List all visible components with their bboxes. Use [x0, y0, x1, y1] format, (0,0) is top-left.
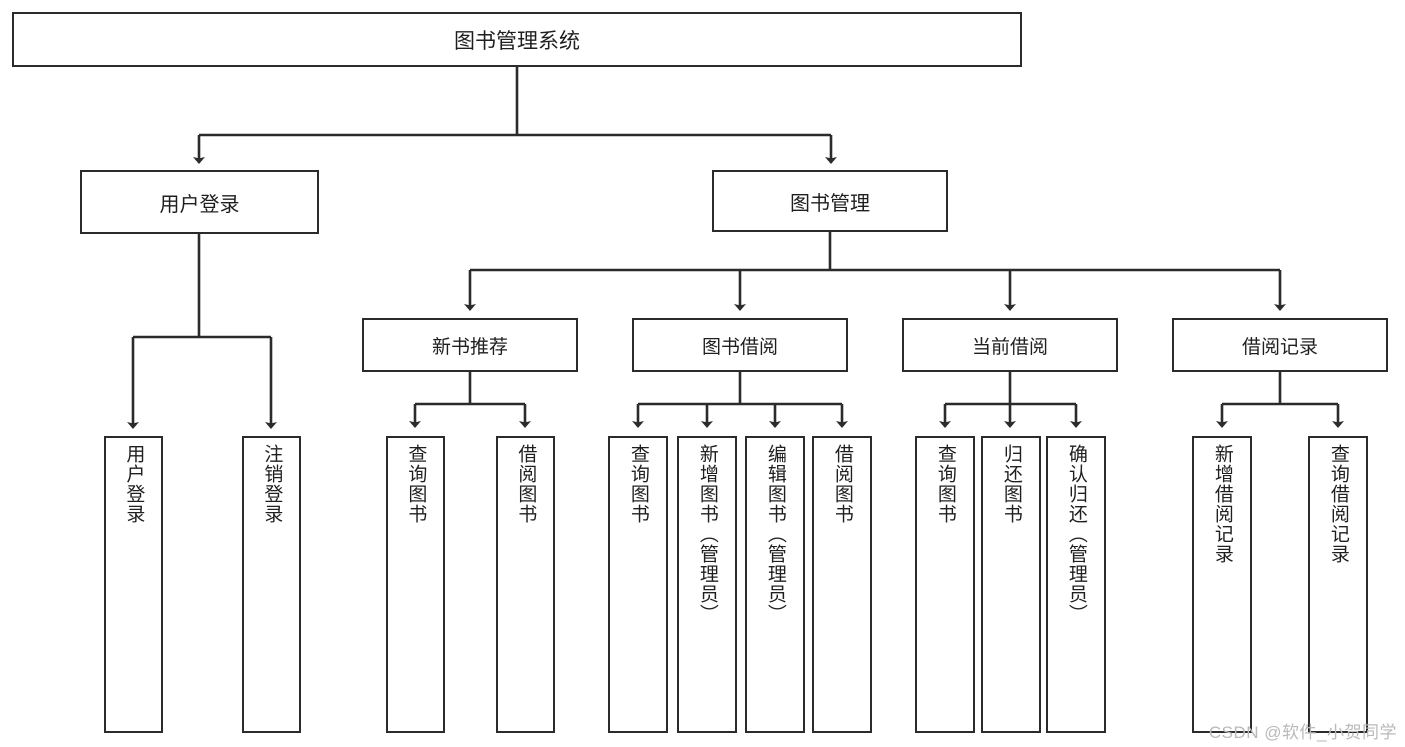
leaf-borrow-add-book-admin[interactable]: 新增图书（管理员） — [677, 436, 737, 733]
leaf-current-query-book[interactable]: 查询图书 — [915, 436, 975, 733]
leaf-newbook-borrow-book[interactable]: 借阅图书 — [496, 436, 555, 733]
leaf-record-add-record[interactable]: 新增借阅记录 — [1192, 436, 1252, 733]
leaf-record-query-record[interactable]: 查询借阅记录 — [1308, 436, 1368, 733]
node-label: 借阅图书 — [831, 444, 853, 524]
leaf-borrow-borrow-book[interactable]: 借阅图书 — [812, 436, 872, 733]
leaf-user-login[interactable]: 用户登录 — [104, 436, 163, 733]
watermark-text: CSDN @软件_小贺同学 — [1208, 723, 1397, 742]
node-label: 新书推荐 — [431, 336, 508, 358]
leaf-user-logout[interactable]: 注销登录 — [242, 436, 301, 733]
node-label: 借阅图书 — [515, 444, 537, 524]
node-root-system[interactable]: 图书管理系统 — [12, 12, 1022, 67]
node-label: 归还图书 — [1000, 444, 1022, 524]
node-label: 查询图书 — [627, 444, 649, 524]
leaf-current-return-book[interactable]: 归还图书 — [981, 436, 1041, 733]
leaf-borrow-query-book[interactable]: 查询图书 — [608, 436, 668, 733]
node-current-borrow[interactable]: 当前借阅 — [902, 318, 1118, 372]
node-new-book-recommend[interactable]: 新书推荐 — [362, 318, 578, 372]
leaf-newbook-query-book[interactable]: 查询图书 — [386, 436, 445, 733]
node-label: 图书管理 — [790, 192, 870, 215]
node-borrow-record[interactable]: 借阅记录 — [1172, 318, 1388, 372]
node-user-login[interactable]: 用户登录 — [80, 170, 319, 234]
node-label: 用户登录 — [123, 444, 145, 524]
node-label: 图书管理系统 — [454, 29, 580, 53]
node-label: 查询图书 — [934, 444, 956, 524]
node-label: 查询图书 — [405, 444, 427, 524]
node-label: 图书借阅 — [701, 336, 778, 358]
node-label: 新增借阅记录 — [1211, 444, 1233, 564]
leaf-current-confirm-return-admin[interactable]: 确认归还（管理员） — [1046, 436, 1106, 733]
node-label: 确认归还（管理员） — [1065, 444, 1087, 624]
node-label: 新增图书（管理员） — [696, 444, 718, 624]
node-label: 用户登录 — [159, 193, 240, 216]
node-book-management[interactable]: 图书管理 — [712, 170, 948, 232]
leaf-borrow-edit-book-admin[interactable]: 编辑图书（管理员） — [745, 436, 805, 733]
node-label: 借阅记录 — [1241, 336, 1318, 358]
node-label: 编辑图书（管理员） — [764, 444, 786, 624]
node-label: 查询借阅记录 — [1327, 444, 1349, 564]
node-label: 注销登录 — [261, 444, 283, 524]
node-book-borrow[interactable]: 图书借阅 — [632, 318, 848, 372]
node-label: 当前借阅 — [971, 336, 1048, 358]
